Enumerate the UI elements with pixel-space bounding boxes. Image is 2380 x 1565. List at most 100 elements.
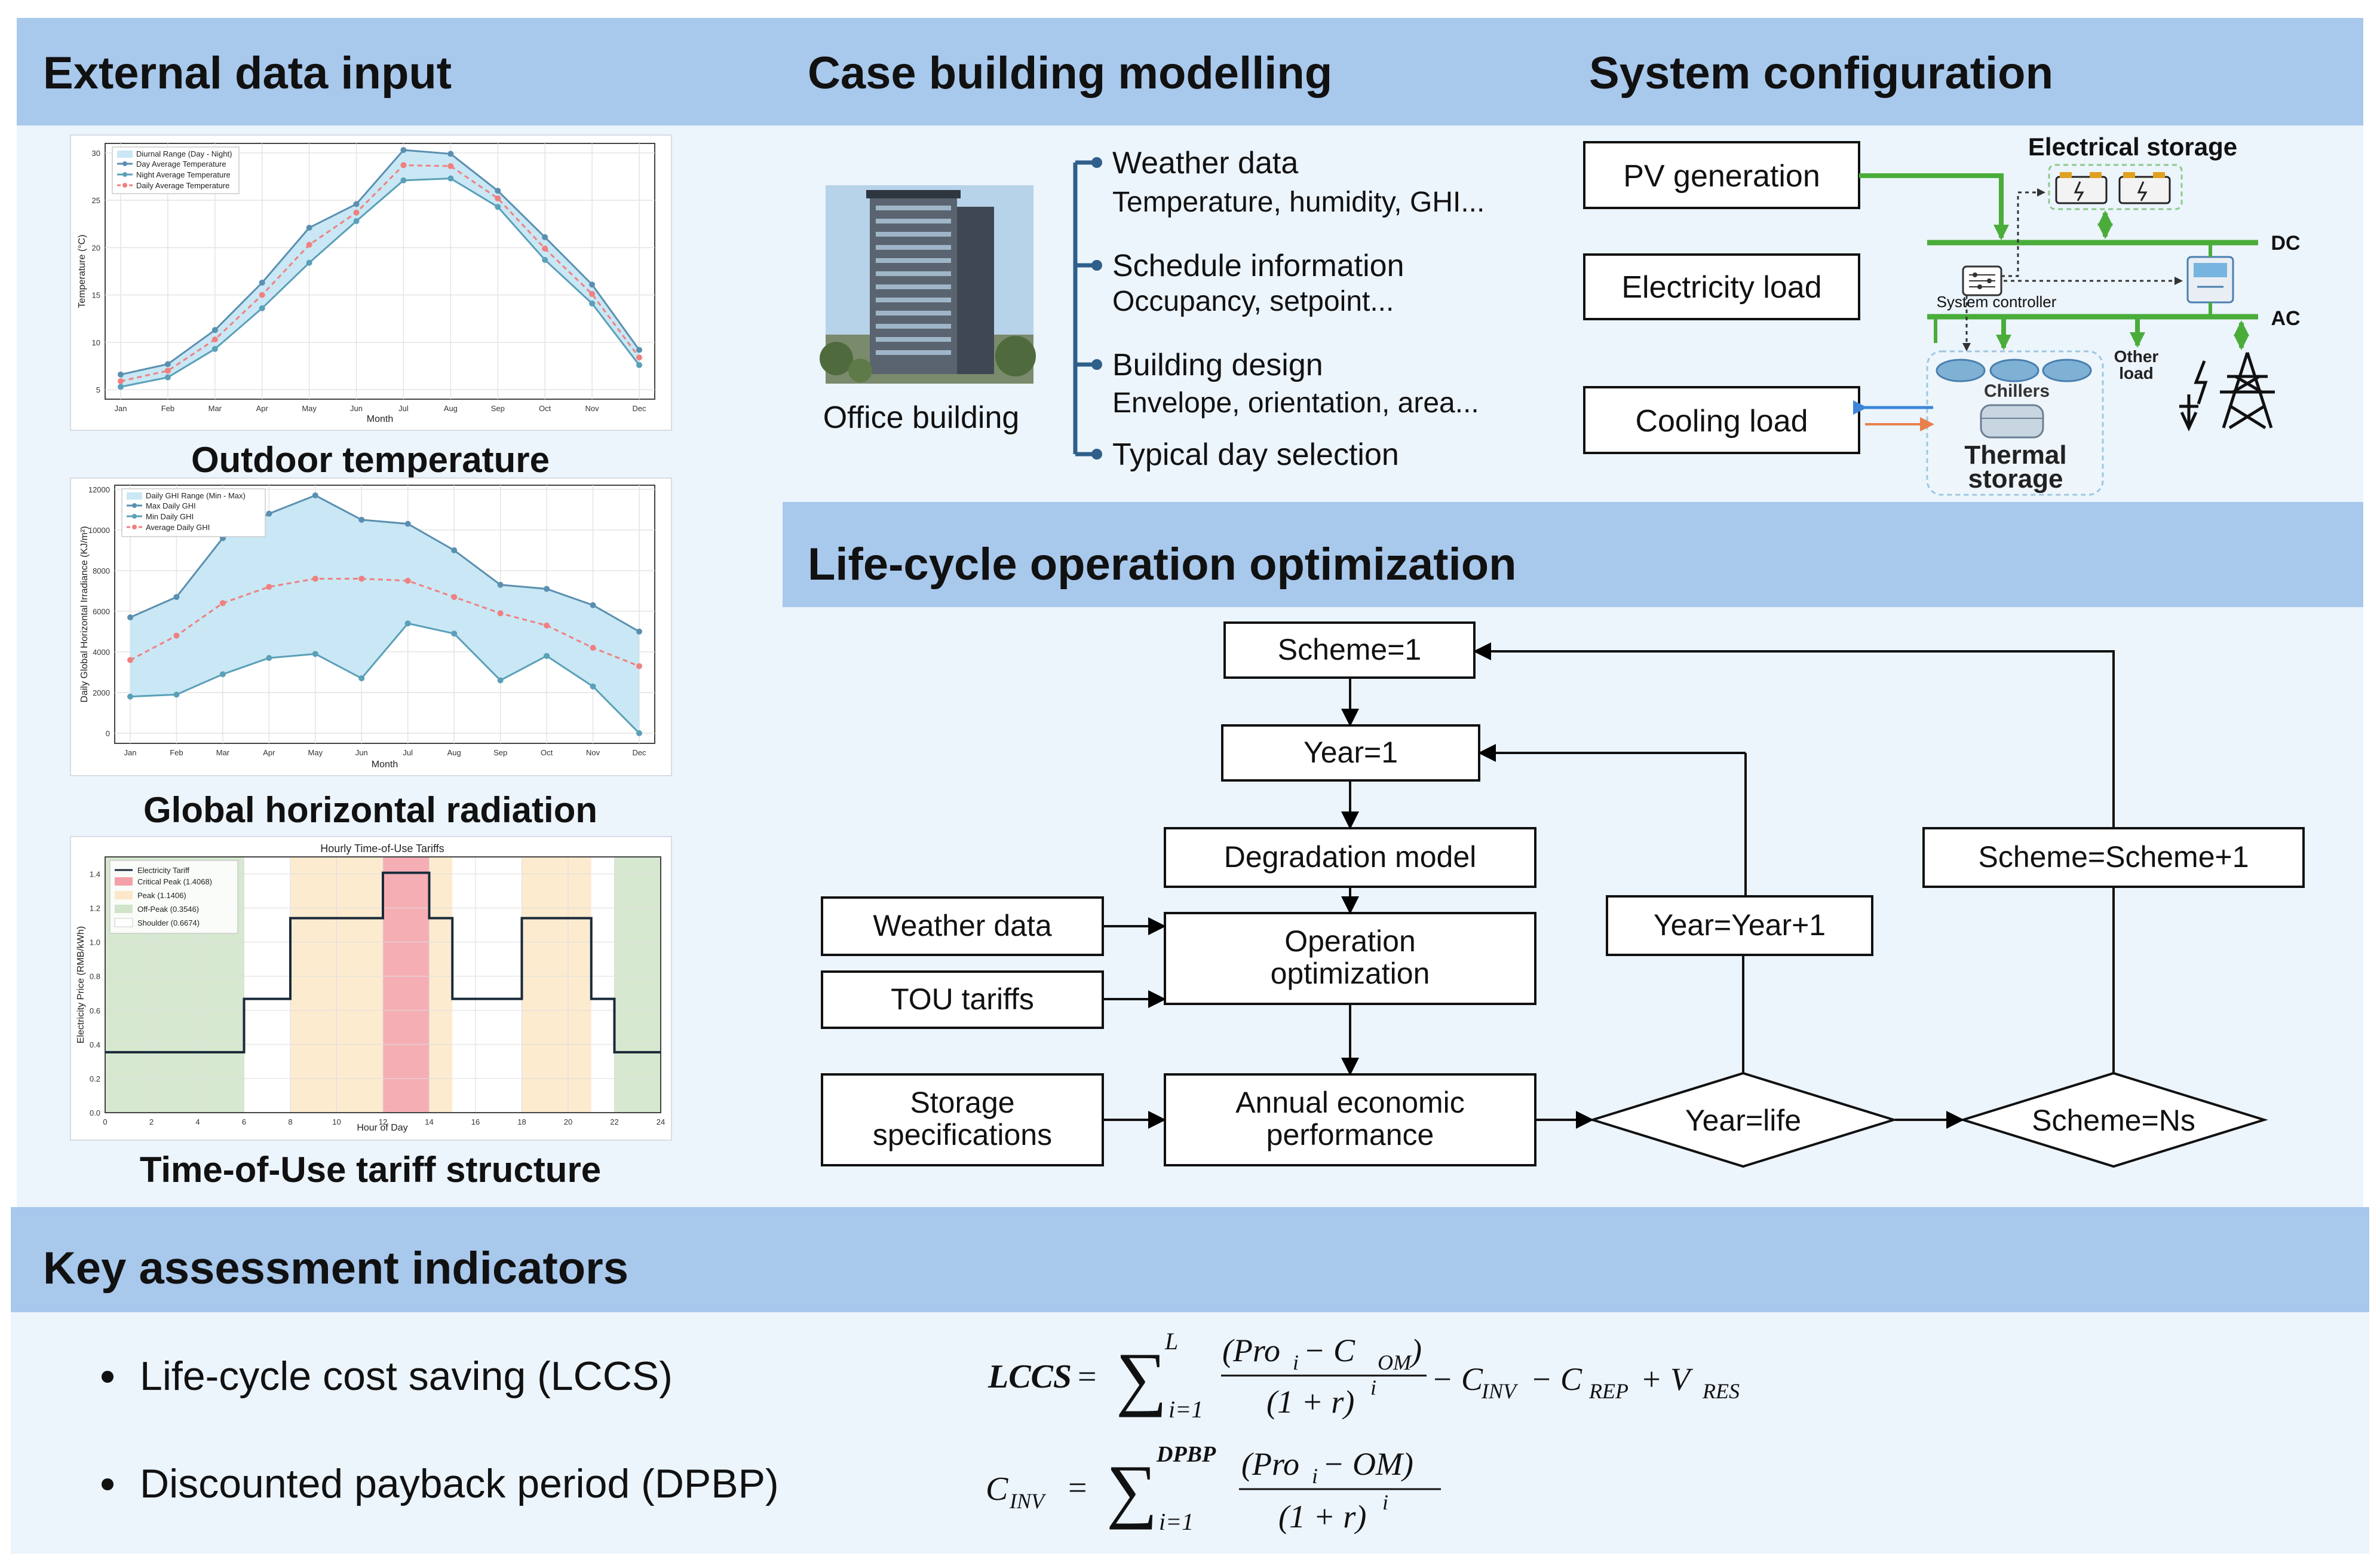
thermal-storage-label-1: Thermal — [1964, 440, 2066, 470]
y-tick-label: 1.4 — [90, 870, 100, 879]
x-tick-label: Apr — [256, 404, 269, 413]
cooling-load-box — [1583, 386, 1860, 454]
scheme-increment-box — [1922, 827, 2305, 888]
data-point — [358, 575, 365, 582]
case-item-schedule-title: Schedule information — [1112, 249, 1404, 283]
dpbp-num-pro: (Pro — [1241, 1446, 1299, 1482]
other-load-label-2: load — [2119, 364, 2154, 382]
x-tick-label: May — [308, 748, 323, 757]
lccs-num-com: − C — [1304, 1333, 1355, 1368]
y-tick-label: 0.6 — [90, 1006, 100, 1015]
data-point — [447, 175, 454, 182]
caption-ghi: Global horizontal radiation — [143, 790, 597, 830]
tou-period-band — [522, 857, 591, 1113]
x-tick-label: Oct — [539, 404, 551, 413]
year-life-diamond — [1588, 1071, 1898, 1168]
case-bracket — [1073, 157, 1102, 460]
data-point — [451, 630, 458, 637]
lccs-equals: = — [1078, 1358, 1097, 1395]
operation-optimization-label-1: Operation — [1284, 924, 1416, 958]
data-point — [306, 259, 312, 266]
x-tick-label: Nov — [585, 404, 600, 413]
dpbp-upper: DPBP — [1156, 1442, 1216, 1467]
battery-group-frame — [2048, 164, 2183, 210]
weather-data-label: Weather data — [873, 909, 1051, 942]
y-tick-label: 2000 — [93, 688, 110, 697]
temperature-legend: Diurnal Range (Day - Night) Day Average … — [112, 146, 240, 194]
y-tick-label: 0.8 — [90, 972, 100, 981]
x-tick-label: Aug — [447, 748, 461, 757]
lccs-formula: LCCS = ∑ L i=1 (Pro i − C OM ) (1 + r) i… — [987, 1328, 1740, 1423]
dpbp-num-om: − OM) — [1323, 1446, 1413, 1482]
y-tick-label: 20 — [92, 243, 100, 252]
data-point — [211, 327, 218, 333]
y-tick-label: 4000 — [93, 648, 110, 657]
x-tick-label: 0 — [103, 1117, 107, 1126]
weather-data-box — [821, 896, 1104, 956]
series-line — [120, 164, 640, 382]
x-tick-label: Apr — [263, 748, 275, 757]
x-tick-label: Oct — [541, 748, 553, 757]
ghi-legend-2: Min Daily GHI — [146, 512, 194, 521]
ghi-legend-0: Daily GHI Range (Min - Max) — [146, 491, 246, 500]
data-point — [636, 663, 642, 669]
x-tick-label: Jul — [403, 748, 413, 757]
x-tick-label: Jul — [398, 404, 409, 413]
section-title-lifecycle: Life-cycle operation optimization — [808, 539, 1517, 590]
data-point — [219, 600, 226, 607]
data-point — [636, 730, 642, 736]
x-tick-label: 12 — [379, 1117, 387, 1126]
data-point — [636, 628, 642, 635]
year-init-box — [1221, 724, 1480, 782]
tou-period-bands — [105, 857, 661, 1113]
lccs-plus-vres: + V — [1640, 1361, 1694, 1397]
x-tick-label: Sep — [491, 404, 505, 413]
case-item-schedule-sub: Occupancy, setpoint... — [1112, 286, 1394, 317]
tou-period-band — [614, 857, 661, 1113]
y-tick-label: 5 — [96, 385, 100, 394]
lccs-num-pro-sub: i — [1293, 1350, 1299, 1374]
data-point — [544, 653, 550, 659]
system-controller-icon — [1962, 265, 2002, 296]
tou-chart-title: Hourly Time-of-Use Tariffs — [320, 843, 444, 855]
x-tick-label: 16 — [471, 1117, 480, 1126]
header-bar-indicators — [11, 1207, 2369, 1312]
data-point — [400, 177, 407, 183]
dpbp-sigma: ∑ — [1106, 1450, 1158, 1530]
data-point — [400, 147, 407, 154]
x-tick-label: Feb — [170, 748, 183, 757]
section-title-external: External data input — [43, 48, 452, 99]
dpbp-den-sup: i — [1382, 1490, 1388, 1514]
tou-chart: Hourly Time-of-Use Tariffs 0.00.20.40.60… — [70, 836, 672, 1141]
scheme-increment-label: Scheme=Scheme+1 — [1978, 840, 2249, 874]
data-point — [358, 516, 365, 523]
data-point — [353, 218, 360, 224]
tou-period-band — [429, 857, 453, 1113]
data-point — [127, 657, 133, 663]
temperature-legend-1: Day Average Temperature — [136, 160, 226, 169]
x-tick-label: 22 — [610, 1117, 618, 1126]
ac-bus-label: AC — [2271, 307, 2300, 330]
battery-icon — [2055, 172, 2171, 204]
degradation-model-box — [1164, 827, 1536, 888]
storage-specifications-box — [821, 1073, 1104, 1166]
data-point — [173, 691, 180, 698]
data-point — [447, 151, 454, 157]
x-tick-label: Sep — [493, 748, 507, 757]
ghi-legend-1: Max Daily GHI — [146, 501, 196, 510]
x-tick-label: 8 — [288, 1117, 292, 1126]
indicator-lccs: Life-cycle cost saving (LCCS) — [140, 1353, 673, 1399]
data-point — [404, 520, 411, 527]
data-point — [636, 354, 642, 361]
case-item-design-sub: Envelope, orientation, area... — [1112, 387, 1479, 419]
tou-tariffs-label: TOU tariffs — [891, 982, 1034, 1016]
data-point — [312, 492, 318, 499]
case-item-design-title: Building design — [1112, 348, 1323, 382]
inverter-icon — [2186, 256, 2234, 304]
ghi-ylabel: Daily Global Horizontal Irradiance (KJ/m… — [79, 526, 90, 702]
case-item-weather-title: Weather data — [1112, 146, 1298, 180]
case-item-weather-sub: Temperature, humidity, GHI... — [1112, 186, 1485, 218]
storage-specifications-label-1: Storage — [910, 1086, 1014, 1119]
